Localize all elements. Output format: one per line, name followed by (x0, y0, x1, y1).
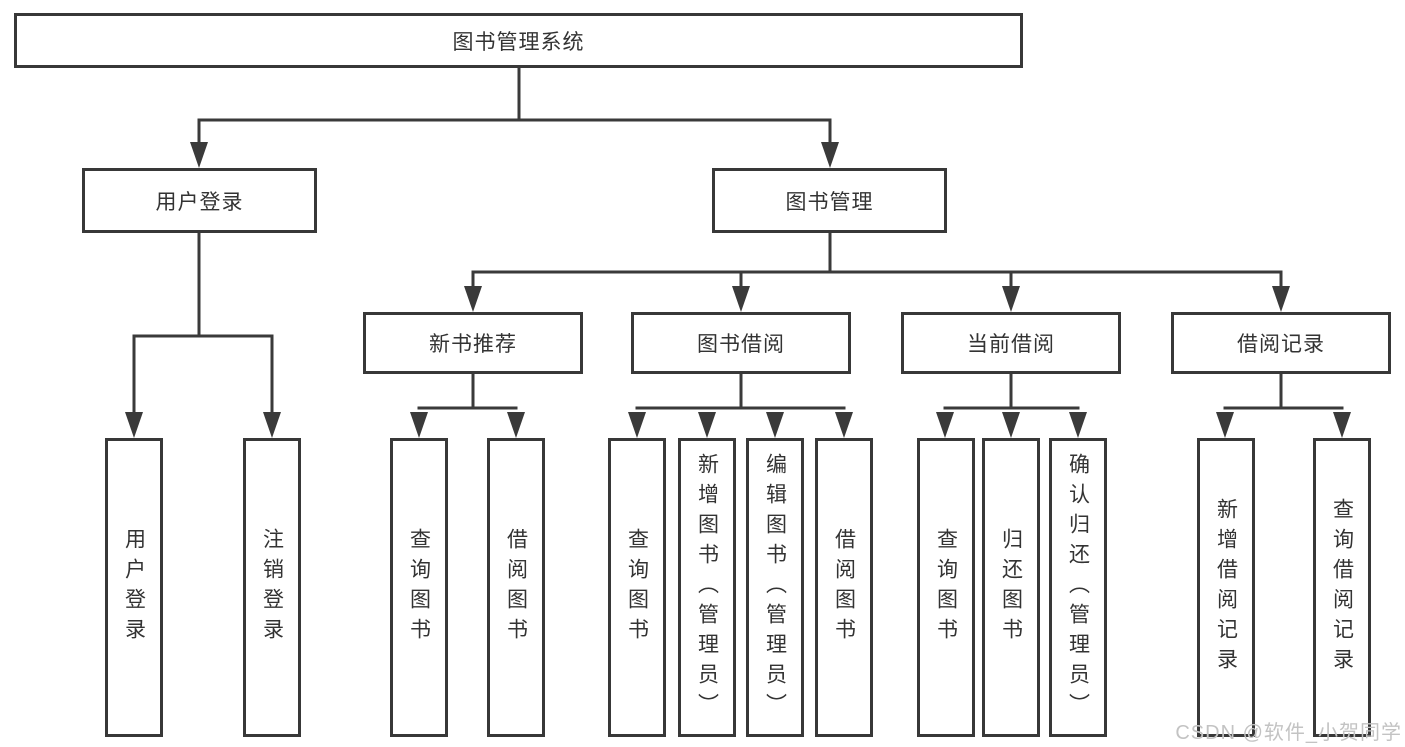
leaf-add-borrow-record-label: 新增借阅记录 (1214, 497, 1238, 678)
leaf-current-query-books-label: 查询图书 (934, 527, 958, 648)
branch-box-book-management: 图书管理 (712, 168, 947, 233)
leaf-box-edit-books-admin: 编辑图书（管理员） (746, 438, 804, 737)
leaf-box-return-books: 归还图书 (982, 438, 1040, 737)
connector-currentborrow-to-leaves (936, 372, 1087, 438)
module-new-book-recommend-label: 新书推荐 (429, 333, 517, 356)
leaf-add-books-admin-label: 新增图书（管理员） (695, 452, 719, 723)
leaf-box-query-borrow-record: 查询借阅记录 (1313, 438, 1371, 737)
module-box-current-borrow: 当前借阅 (901, 312, 1121, 374)
leaf-borrow-borrow-books-label: 借阅图书 (832, 527, 856, 648)
connector-userlogin-to-leaves (125, 231, 281, 438)
connector-newbooks-to-leaves (410, 372, 525, 438)
module-borrow-records-label: 借阅记录 (1237, 333, 1325, 356)
leaf-logout-label: 注销登录 (260, 527, 284, 648)
branch-book-management-label: 图书管理 (785, 190, 874, 214)
leaf-box-current-query-books: 查询图书 (917, 438, 975, 737)
module-box-new-book-recommend: 新书推荐 (363, 312, 583, 374)
root-label: 图书管理系统 (452, 30, 585, 54)
leaf-box-add-books-admin: 新增图书（管理员） (678, 438, 736, 737)
module-current-borrow-label: 当前借阅 (967, 333, 1055, 356)
leaf-box-user-login: 用户登录 (105, 438, 163, 737)
leaf-borrow-query-books-label: 查询图书 (625, 527, 649, 648)
leaf-box-confirm-return-admin: 确认归还（管理员） (1049, 438, 1107, 737)
leaf-confirm-return-admin-label: 确认归还（管理员） (1066, 452, 1090, 723)
root-box-library-management-system: 图书管理系统 (14, 13, 1023, 68)
leaf-box-logout: 注销登录 (243, 438, 301, 737)
branch-user-login-label: 用户登录 (155, 190, 244, 214)
connector-bookborrow-to-leaves (628, 372, 853, 438)
leaf-box-borrow-query-books: 查询图书 (608, 438, 666, 737)
leaf-user-login-label: 用户登录 (122, 527, 146, 648)
csdn-watermark: CSDN @软件_小贺同学 (1175, 722, 1402, 744)
leaf-box-borrow-borrow-books: 借阅图书 (815, 438, 873, 737)
module-box-borrow-records: 借阅记录 (1171, 312, 1391, 374)
module-book-borrow-label: 图书借阅 (697, 333, 785, 356)
connector-bookmgmt-to-modules (464, 231, 1290, 312)
connector-borrowrecords-to-leaves (1216, 372, 1351, 438)
leaf-return-books-label: 归还图书 (999, 527, 1023, 648)
branch-box-user-login: 用户登录 (82, 168, 317, 233)
leaf-newbooks-borrow-books-label: 借阅图书 (504, 527, 528, 648)
leaf-newbooks-query-books-label: 查询图书 (407, 527, 431, 648)
leaf-edit-books-admin-label: 编辑图书（管理员） (763, 452, 787, 723)
leaf-box-add-borrow-record: 新增借阅记录 (1197, 438, 1255, 737)
leaf-box-newbooks-query-books: 查询图书 (390, 438, 448, 737)
leaf-box-newbooks-borrow-books: 借阅图书 (487, 438, 545, 737)
connector-root-to-level2 (190, 64, 839, 168)
module-box-book-borrow: 图书借阅 (631, 312, 851, 374)
leaf-query-borrow-record-label: 查询借阅记录 (1330, 497, 1354, 678)
